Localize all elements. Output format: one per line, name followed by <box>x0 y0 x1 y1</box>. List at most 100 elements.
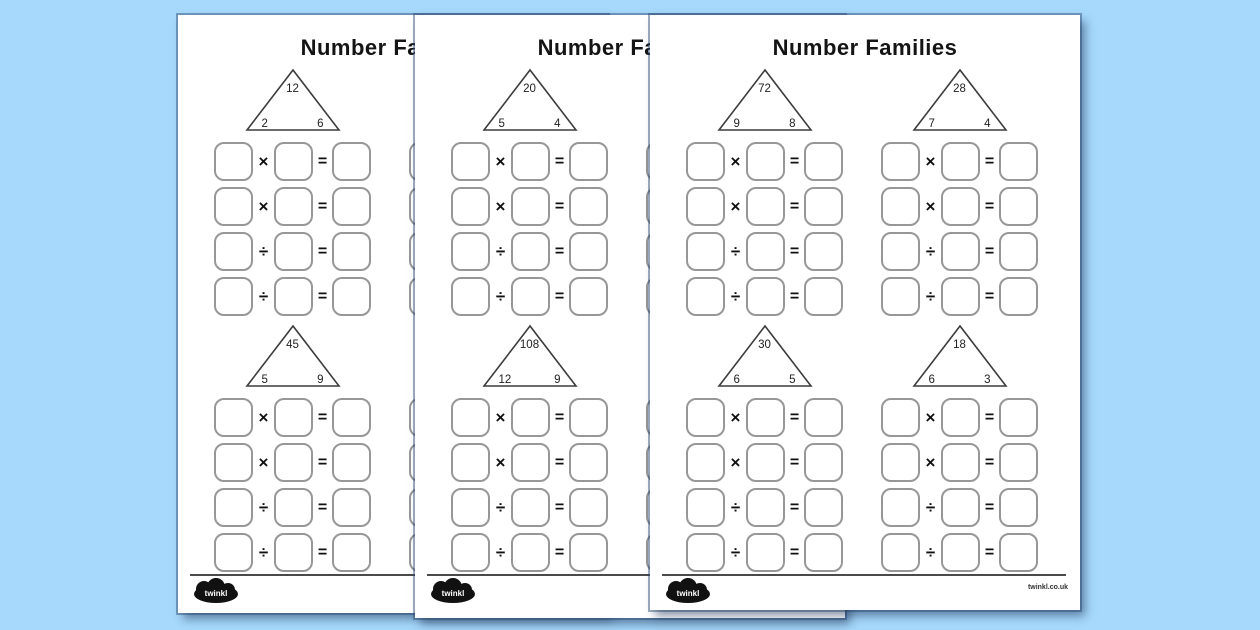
answer-box[interactable] <box>804 277 843 316</box>
answer-box[interactable] <box>804 533 843 572</box>
answer-box[interactable] <box>332 142 371 181</box>
answer-box[interactable] <box>881 232 920 271</box>
answer-box[interactable] <box>274 443 313 482</box>
answer-box[interactable] <box>214 232 253 271</box>
answer-box[interactable] <box>999 277 1038 316</box>
answer-box[interactable] <box>941 533 980 572</box>
answer-box[interactable] <box>686 398 725 437</box>
answer-box[interactable] <box>511 488 550 527</box>
answer-box[interactable] <box>451 443 490 482</box>
answer-box[interactable] <box>214 398 253 437</box>
answer-box[interactable] <box>804 398 843 437</box>
answer-box[interactable] <box>511 277 550 316</box>
answer-box[interactable] <box>214 443 253 482</box>
answer-box[interactable] <box>941 398 980 437</box>
answer-box[interactable] <box>999 187 1038 226</box>
answer-box[interactable] <box>999 232 1038 271</box>
answer-box[interactable] <box>804 488 843 527</box>
answer-box[interactable] <box>569 533 608 572</box>
answer-box[interactable] <box>569 398 608 437</box>
answer-box[interactable] <box>332 443 371 482</box>
answer-box[interactable] <box>511 142 550 181</box>
answer-box[interactable] <box>274 488 313 527</box>
answer-box[interactable] <box>881 398 920 437</box>
answer-box[interactable] <box>332 187 371 226</box>
answer-box[interactable] <box>569 488 608 527</box>
answer-box[interactable] <box>214 533 253 572</box>
answer-box[interactable] <box>569 187 608 226</box>
answer-box[interactable] <box>746 232 785 271</box>
answer-box[interactable] <box>274 398 313 437</box>
answer-box[interactable] <box>511 443 550 482</box>
answer-box[interactable] <box>881 488 920 527</box>
answer-box[interactable] <box>214 277 253 316</box>
answer-box[interactable] <box>214 488 253 527</box>
answer-box[interactable] <box>274 142 313 181</box>
answer-box[interactable] <box>274 232 313 271</box>
answer-box[interactable] <box>686 488 725 527</box>
answer-box[interactable] <box>746 398 785 437</box>
answer-box[interactable] <box>451 398 490 437</box>
answer-box[interactable] <box>686 142 725 181</box>
answer-box[interactable] <box>569 277 608 316</box>
answer-box[interactable] <box>999 443 1038 482</box>
answer-box[interactable] <box>941 142 980 181</box>
answer-box[interactable] <box>941 443 980 482</box>
answer-box[interactable] <box>941 488 980 527</box>
answer-box[interactable] <box>451 232 490 271</box>
answer-box[interactable] <box>804 142 843 181</box>
answer-box[interactable] <box>569 232 608 271</box>
answer-box[interactable] <box>746 187 785 226</box>
answer-box[interactable] <box>214 142 253 181</box>
answer-box[interactable] <box>332 277 371 316</box>
answer-box[interactable] <box>999 142 1038 181</box>
answer-box[interactable] <box>746 488 785 527</box>
answer-box[interactable] <box>686 533 725 572</box>
answer-box[interactable] <box>274 277 313 316</box>
operator-symbol: × <box>925 196 936 216</box>
answer-box[interactable] <box>999 488 1038 527</box>
answer-box[interactable] <box>941 187 980 226</box>
answer-box[interactable] <box>451 533 490 572</box>
answer-box[interactable] <box>274 187 313 226</box>
answer-box[interactable] <box>941 277 980 316</box>
answer-box[interactable] <box>332 488 371 527</box>
answer-box[interactable] <box>881 533 920 572</box>
answer-box[interactable] <box>451 277 490 316</box>
answer-box[interactable] <box>881 142 920 181</box>
answer-box[interactable] <box>451 142 490 181</box>
answer-box[interactable] <box>746 142 785 181</box>
answer-box[interactable] <box>332 533 371 572</box>
answer-box[interactable] <box>451 488 490 527</box>
fact-triangle: 72 9 8 <box>716 68 813 132</box>
answer-box[interactable] <box>746 533 785 572</box>
answer-box[interactable] <box>451 187 490 226</box>
answer-box[interactable] <box>511 398 550 437</box>
answer-box[interactable] <box>881 277 920 316</box>
answer-box[interactable] <box>511 533 550 572</box>
answer-box[interactable] <box>881 443 920 482</box>
answer-box[interactable] <box>332 398 371 437</box>
answer-box[interactable] <box>214 187 253 226</box>
answer-box[interactable] <box>746 277 785 316</box>
answer-box[interactable] <box>746 443 785 482</box>
answer-box[interactable] <box>686 232 725 271</box>
answer-box[interactable] <box>881 187 920 226</box>
answer-box[interactable] <box>332 232 371 271</box>
answer-box[interactable] <box>569 142 608 181</box>
fact-triangle: 108 12 9 <box>481 324 578 388</box>
answer-box[interactable] <box>569 443 608 482</box>
equals-symbol: = <box>554 197 565 215</box>
answer-box[interactable] <box>804 187 843 226</box>
answer-box[interactable] <box>941 232 980 271</box>
answer-box[interactable] <box>804 443 843 482</box>
answer-box[interactable] <box>511 232 550 271</box>
answer-box[interactable] <box>686 187 725 226</box>
answer-box[interactable] <box>511 187 550 226</box>
answer-box[interactable] <box>274 533 313 572</box>
answer-box[interactable] <box>804 232 843 271</box>
answer-box[interactable] <box>999 533 1038 572</box>
answer-box[interactable] <box>686 277 725 316</box>
answer-box[interactable] <box>999 398 1038 437</box>
answer-box[interactable] <box>686 443 725 482</box>
